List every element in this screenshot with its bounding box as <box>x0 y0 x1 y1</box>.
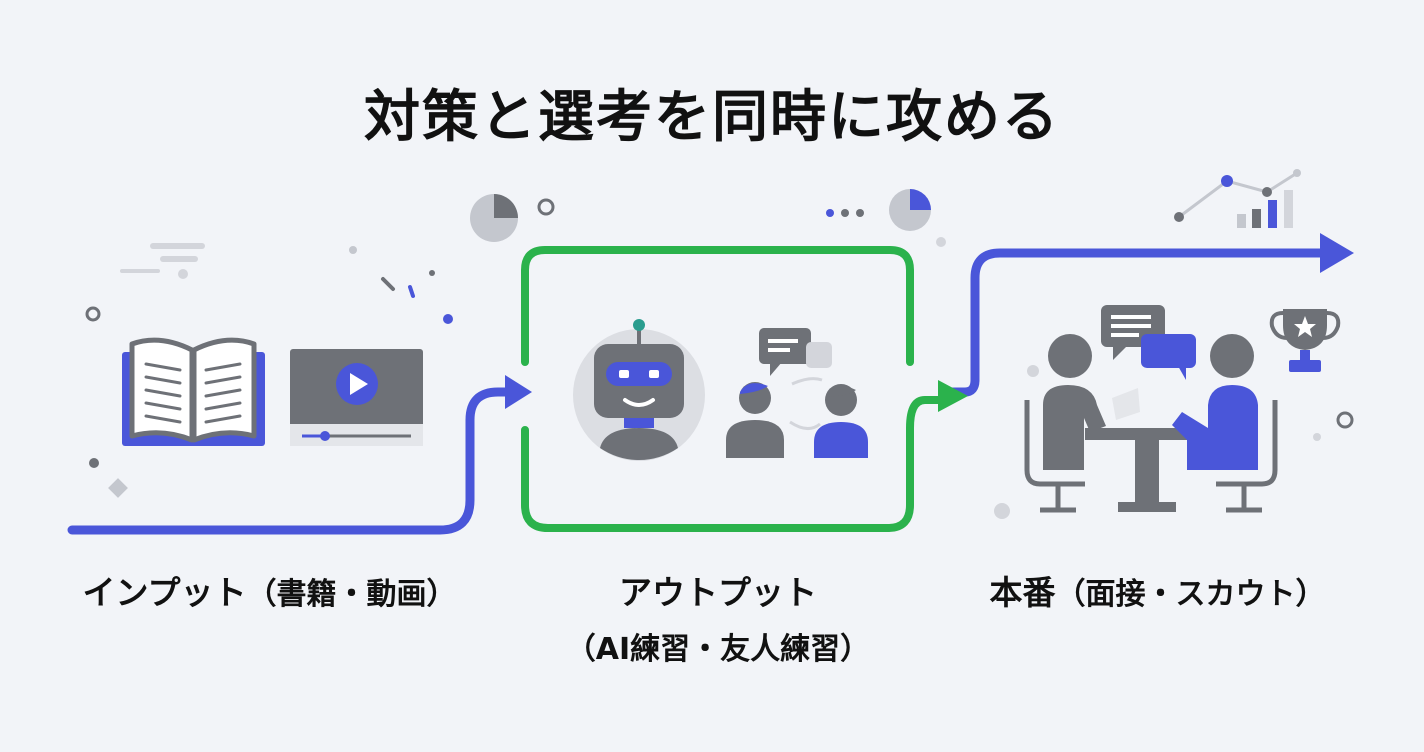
pie-chart-icon <box>889 189 931 231</box>
stage-note: （書籍・動画） <box>246 577 457 612</box>
dot <box>429 270 435 276</box>
flow-arrow-final <box>1320 233 1354 273</box>
video-player-icon <box>290 349 423 446</box>
bar-chart-icon <box>1237 190 1293 228</box>
dot <box>349 246 357 254</box>
stage-title: 本番 <box>989 573 1056 612</box>
stage-note: （面接・スカウト） <box>1055 577 1326 612</box>
flow-arrow-1 <box>505 375 532 409</box>
dot <box>1313 433 1321 441</box>
chat-bubble-icon <box>759 328 832 376</box>
spark-line <box>381 277 395 291</box>
dot <box>936 237 946 247</box>
robot-icon <box>573 319 705 461</box>
line-chart-icon <box>1174 169 1301 222</box>
flow-line-output <box>945 248 1325 397</box>
stage-title: インプット <box>82 573 247 612</box>
ellipsis-icon <box>826 209 864 217</box>
stage-label-output: アウトプット （AI練習・友人練習） <box>548 566 888 668</box>
flow-line-input <box>67 387 515 535</box>
dot <box>443 314 453 324</box>
people-icon <box>726 377 868 458</box>
page-title: 対策と選考を同時に攻める <box>364 85 1060 150</box>
dot <box>1027 365 1039 377</box>
dot <box>89 458 99 468</box>
diamond <box>108 478 128 498</box>
frame-arrow <box>938 380 968 412</box>
spark-line <box>408 285 415 298</box>
trophy-icon <box>1269 309 1341 372</box>
ring-dot <box>1336 411 1354 429</box>
ring-dot <box>537 198 555 216</box>
output-frame <box>521 246 944 532</box>
pie-chart-icon <box>470 194 518 242</box>
interview-table-icon <box>1024 305 1278 513</box>
filter-icon <box>120 243 205 279</box>
stage-label-live: 本番（面接・スカウト） <box>985 566 1330 614</box>
stage-label-input: インプット（書籍・動画） <box>72 566 467 614</box>
stage-title: アウトプット <box>619 573 817 612</box>
stage-note: （AI練習・友人練習） <box>565 632 871 667</box>
ring-dot <box>85 306 101 322</box>
dot <box>994 503 1010 519</box>
open-book-icon <box>122 337 265 446</box>
